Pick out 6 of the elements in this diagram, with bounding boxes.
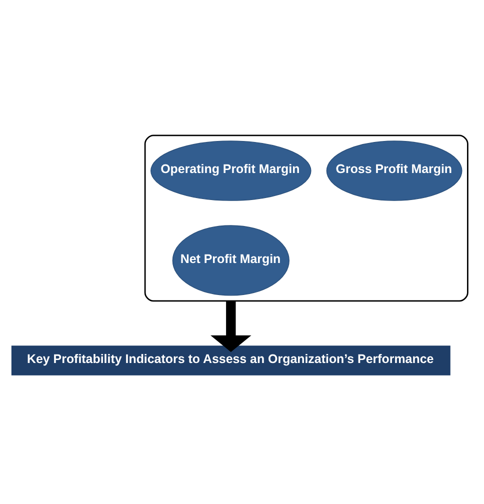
node-ellipse: Operating Profit Margin [150, 140, 311, 200]
cluster [144, 134, 468, 302]
node-box: Key Profitability Indicators to Assess an Organization’s Performance [10, 345, 450, 375]
node-ellipse: Net Profit Margin [172, 224, 289, 296]
arrow [210, 300, 251, 352]
node-ellipse: Gross Profit Margin [326, 140, 462, 200]
